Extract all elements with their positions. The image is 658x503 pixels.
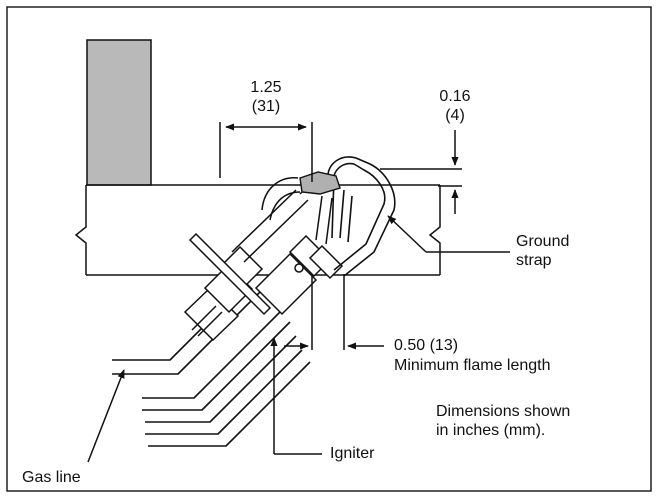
igniter-label: Igniter [330,445,375,462]
gas-line-label: Gas line [22,469,81,486]
dim-0.16-mm: (4) [445,107,465,124]
dim-0.16 [380,130,462,214]
dim-1.25-inches: 1.25 [250,79,282,96]
igniter-body [188,189,344,316]
dim-1.25-mm: (31) [251,98,281,115]
dim-0.50-value: 0.50 (13) [394,337,459,354]
gas-fitting [183,245,264,342]
ground-strap-label-line1: Ground [516,233,570,250]
units-note-line1: Dimensions shown [436,403,571,420]
leader-gas-line [87,369,125,463]
ground-strap-label-line2: strap [516,252,552,269]
leader-ground-strap [387,215,510,253]
dim-0.50 [284,274,384,350]
dim-0.16-inches: 0.16 [439,88,471,105]
leader-igniter [270,337,322,455]
electrode-bracket [261,177,333,245]
figure-border [6,6,652,492]
ground-strap [327,156,396,277]
dim-1.25 [219,122,313,182]
support-post [86,39,152,186]
gas-tubes [112,267,311,447]
units-note-line2: in inches (mm). [436,422,546,439]
flame-length-caption: Minimum flame length [394,357,551,374]
electrode-tip [299,171,341,195]
